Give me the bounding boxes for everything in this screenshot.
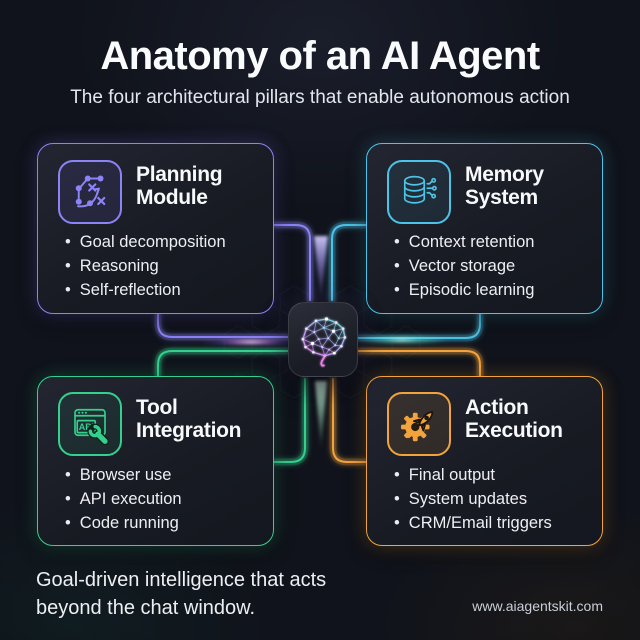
card-title-line: Action [465,396,529,419]
bullet-item: Context retention [394,230,535,254]
api-browser-wrench-icon: API [58,392,122,456]
bullet-item: CRM/Email triggers [394,511,552,535]
card-title-line: Integration [136,419,242,442]
bullet-list: Goal decomposition Reasoning Self-reflec… [65,230,226,302]
bullet-item: Self-reflection [65,278,226,302]
bullet-item: Code running [65,511,182,535]
page-subtitle: The four architectural pillars that enab… [70,87,570,108]
center-beam-bottom [315,381,327,451]
tagline-line: Goal-driven intelligence that acts [36,569,327,591]
database-circuit-icon [387,160,451,224]
card-title-action: Action Execution [465,396,563,442]
card-title-line: Memory [465,163,544,186]
card-action-execution: Action Execution Final output System upd… [366,376,603,546]
card-title-tool: Tool Integration [136,396,242,442]
ai-brain-tile [288,302,358,377]
gear-rocket-icon [387,392,451,456]
card-title-planning: Planning Module [136,163,223,209]
neural-brain-icon [301,316,347,367]
card-tool-integration: API Tool Integration Browser use API exe… [37,376,274,546]
center-beam-top [314,236,328,301]
card-planning-module: Planning Module Goal decomposition Reaso… [37,143,274,314]
page-title: Anatomy of an AI Agent [100,34,540,78]
card-title-line: Execution [465,419,563,442]
bullet-item: System updates [394,487,552,511]
bullet-item: Browser use [65,463,182,487]
strategy-path-icon [58,160,122,224]
svg-text:API: API [79,422,94,432]
card-title-line: Tool [136,396,178,419]
website-url: www.aiagentskit.com [472,598,603,614]
bullet-item: Vector storage [394,254,534,278]
bullet-item: Goal decomposition [65,230,226,254]
bullet-item: Episodic learning [394,278,535,302]
card-title-line: System [465,186,538,209]
card-title-line: Module [136,186,208,209]
card-memory-system: Memory System Context retention Vector s… [366,143,603,314]
bullet-list: Context retention Vector storage Episodi… [394,230,535,302]
footer-tagline: Goal-driven intelligence that acts beyon… [36,566,326,622]
bullet-item: Reasoning [65,254,226,278]
card-title-memory: Memory System [465,163,544,209]
card-title-line: Planning [136,163,223,186]
bullet-list: Browser use API execution Code running [65,463,182,535]
tagline-line: beyond the chat window. [36,597,256,619]
bullet-item: API execution [65,487,182,511]
bullet-item: Final output [394,463,552,487]
bullet-list: Final output System updates CRM/Email tr… [394,463,552,535]
lens-flare-right [354,335,450,345]
